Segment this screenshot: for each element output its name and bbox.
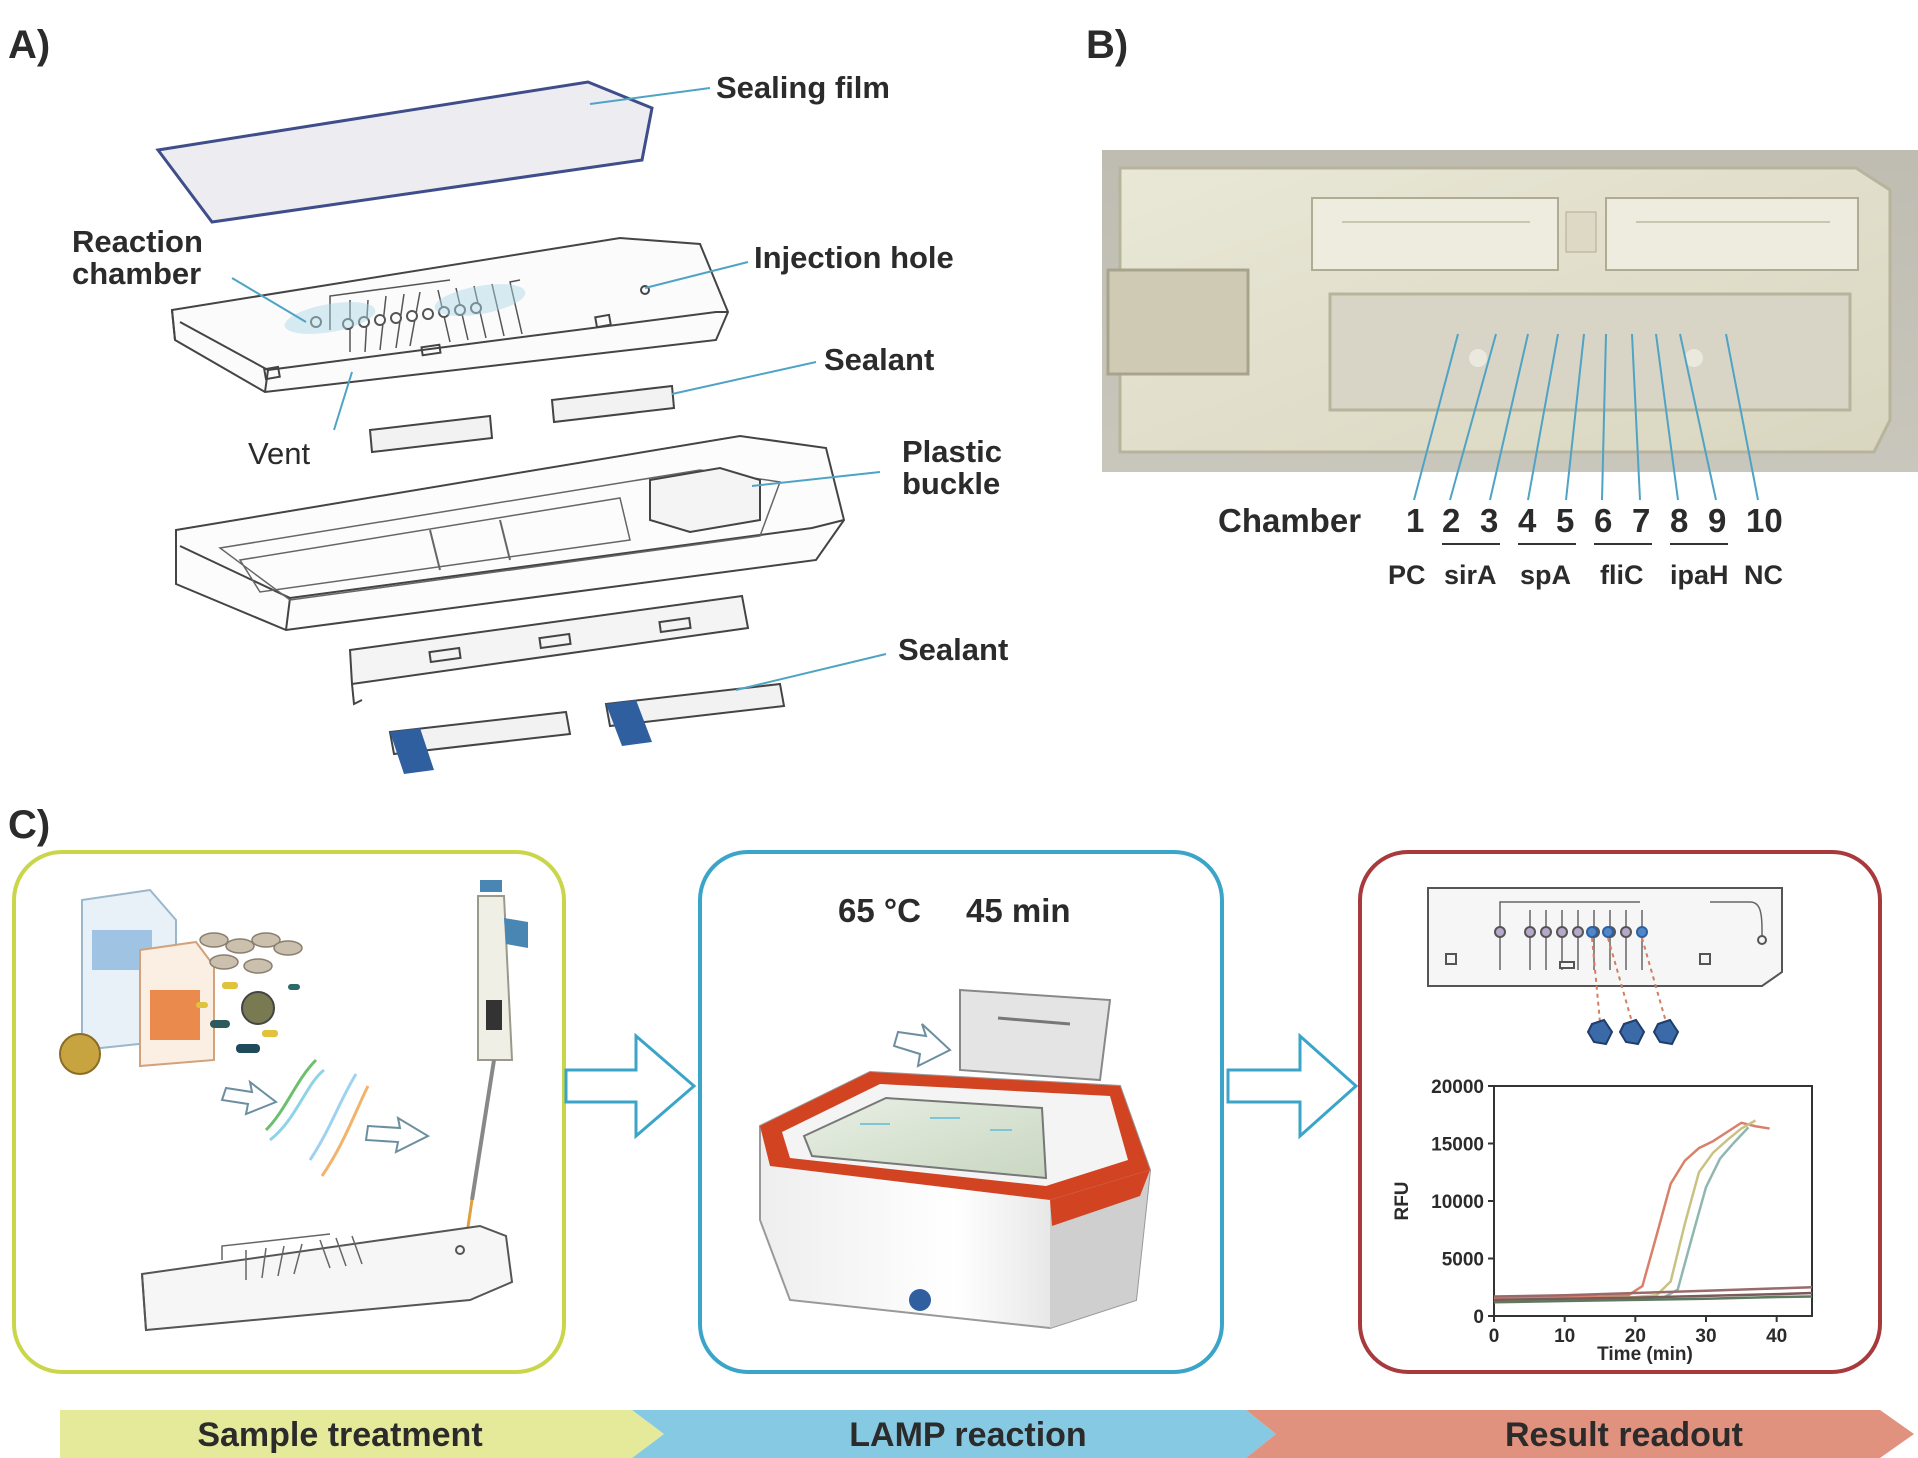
- dna-icon: [264, 1058, 370, 1177]
- y-tick-label: 15000: [1431, 1135, 1484, 1156]
- chip-sketch-result: [1427, 887, 1783, 987]
- leader-injection-hole: [644, 261, 749, 289]
- series-line-1: [1493, 1121, 1770, 1300]
- leader-reaction-chamber: [231, 277, 307, 323]
- x-tick-label: 10: [1554, 1326, 1575, 1347]
- svg-text:7: 7: [1632, 502, 1650, 539]
- leader-vent: [333, 371, 353, 431]
- chip-photo: [1102, 150, 1918, 472]
- svg-text:sirA: sirA: [1444, 560, 1497, 590]
- svg-text:3: 3: [1480, 502, 1498, 539]
- step-label-lamp: LAMP reaction: [849, 1416, 1086, 1454]
- svg-text:8: 8: [1670, 502, 1688, 539]
- arrow-icon-sample-2: [364, 1115, 431, 1154]
- leader-sealant-top: [671, 361, 817, 395]
- sealant-strip-right: [550, 384, 676, 424]
- pipette-icon: [464, 880, 528, 1241]
- y-tick-label: 0: [1473, 1307, 1484, 1328]
- series-line-4: [1493, 1286, 1813, 1298]
- plastic-buckle-tray: [175, 434, 846, 706]
- svg-text:9: 9: [1708, 502, 1726, 539]
- x-tick-label: 30: [1695, 1326, 1716, 1347]
- step-label-result: Result readout: [1505, 1416, 1743, 1454]
- reaction-chamber-highlight-left: [284, 302, 376, 334]
- svg-text:5: 5: [1556, 502, 1574, 539]
- y-tick-label: 20000: [1431, 1077, 1484, 1098]
- panel-a-label: A): [8, 23, 50, 67]
- chart-plot-area: [1493, 1085, 1813, 1317]
- svg-text:10: 10: [1746, 502, 1783, 539]
- panel-b-label: B): [1086, 23, 1128, 67]
- x-tick-label: 20: [1625, 1326, 1646, 1347]
- svg-text:fliC: fliC: [1600, 560, 1644, 590]
- label-reaction-chamber-1: Reaction: [72, 224, 203, 259]
- gene-group-labels: PC sirA spA fliC ipaH NC: [1388, 560, 1783, 590]
- label-sealant-bottom: Sealant: [898, 632, 1008, 667]
- x-tick-label: 0: [1489, 1326, 1500, 1347]
- leader-sealant-bottom: [735, 653, 887, 691]
- particle-icons: [196, 982, 300, 1053]
- svg-text:ipaH: ipaH: [1670, 560, 1729, 590]
- chip-top-layer: [170, 236, 730, 394]
- chamber-leaders: [1413, 333, 1759, 501]
- label-sealing-film: Sealing film: [716, 70, 890, 105]
- svg-text:6: 6: [1594, 502, 1612, 539]
- chip-sketch-sample: [140, 1224, 514, 1332]
- series-line-5: [1493, 1291, 1813, 1302]
- leader-plastic-buckle: [751, 471, 881, 487]
- label-sealant-top: Sealant: [824, 342, 934, 377]
- svg-text:PC: PC: [1388, 560, 1426, 590]
- svg-text:2: 2: [1442, 502, 1460, 539]
- label-plastic-buckle-2: buckle: [902, 466, 1000, 501]
- process-bar: Sample treatment LAMP reaction Result re…: [60, 1410, 1914, 1458]
- label-chamber: Chamber: [1218, 502, 1361, 539]
- step-bar-result: [1246, 1410, 1914, 1458]
- sealant-strip-bottom-left: [388, 710, 572, 774]
- sealing-film: [155, 80, 654, 224]
- arrow-icon-to-lamp: [564, 1032, 697, 1140]
- arrow-icon-sample-1: [220, 1079, 279, 1116]
- y-axis-label: RFU: [1392, 1181, 1413, 1220]
- x-axis-label: Time (min): [1597, 1344, 1693, 1365]
- label-reaction-chamber-2: chamber: [72, 256, 201, 291]
- label-injection-hole: Injection hole: [754, 240, 954, 275]
- sealant-strip-bottom-right: [604, 682, 786, 746]
- positive-chamber-icons: [1586, 1018, 1680, 1046]
- leader-sealing-film: [589, 87, 711, 105]
- x-tick-label: 40: [1766, 1326, 1787, 1347]
- condition-temp: 65 °C: [838, 892, 921, 929]
- arrow-icon-to-result: [1226, 1032, 1359, 1140]
- bacteria-icon: [199, 932, 303, 974]
- reaction-chamber-highlight-right: [434, 284, 526, 316]
- svg-text:NC: NC: [1744, 560, 1783, 590]
- sealant-strip-left: [368, 414, 494, 454]
- panel-c-label: C): [8, 803, 50, 847]
- milk-cartons: [59, 888, 275, 1075]
- svg-text:spA: spA: [1520, 560, 1571, 590]
- chamber-numbers: 1 2 3 4 5 6 7 8 9 10: [1406, 502, 1783, 539]
- label-plastic-buckle-1: Plastic: [902, 434, 1002, 469]
- readout-zoom-lines: [1591, 937, 1667, 1023]
- svg-text:1: 1: [1406, 502, 1424, 539]
- step-bar-lamp: [632, 1410, 1276, 1458]
- series-line-6: [1493, 1295, 1813, 1304]
- condition-time: 45 min: [966, 892, 1071, 929]
- label-vent: Vent: [248, 436, 310, 471]
- step-bar-sample: [60, 1410, 664, 1458]
- y-tick-label: 5000: [1442, 1250, 1484, 1271]
- y-tick-label: 10000: [1431, 1192, 1484, 1213]
- svg-text:4: 4: [1518, 502, 1537, 539]
- step-label-sample: Sample treatment: [197, 1416, 482, 1454]
- lamp-instrument: [759, 988, 1152, 1330]
